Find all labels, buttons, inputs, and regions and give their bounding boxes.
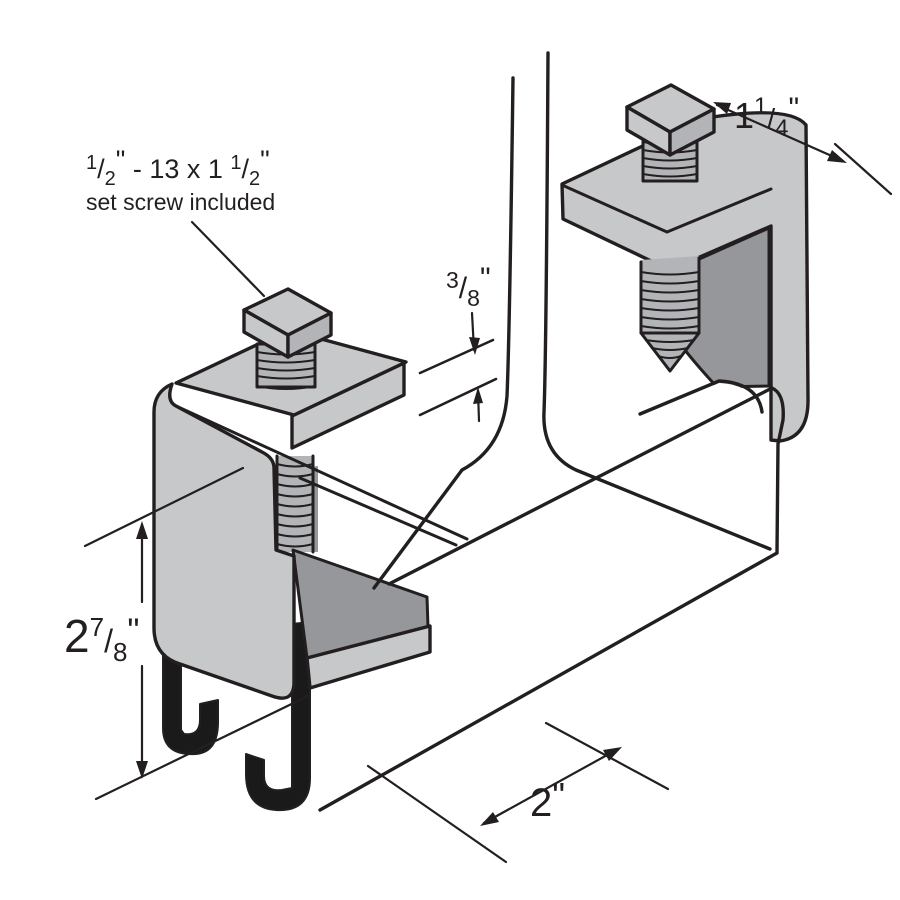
jaw-opening-label: 3/8": [446, 262, 491, 311]
i-beam-overlay-edges: [298, 386, 774, 590]
height-extension-bottom: [94, 694, 310, 801]
flange-cut-bottom-edge: [318, 551, 779, 812]
right-clamp-plate-edges: [560, 183, 773, 234]
dimension-set-screw-note: 1/2" - 13 x 1 ​1/2" set screw included: [86, 145, 275, 298]
right-screw-threads-lower: [640, 271, 700, 330]
web-right-edge-and-flange-edge: [542, 51, 772, 551]
set-screw-right: [625, 83, 716, 373]
set-screw-leader-line: [190, 220, 266, 298]
left-clamp-foot-front: [305, 624, 432, 690]
left-clamp-body-face: [152, 382, 296, 700]
top-width-arrow-line: [715, 103, 845, 163]
height-extension-top: [83, 466, 245, 548]
flange-gripped-edge: [298, 476, 458, 547]
i-beam: [318, 51, 785, 812]
jaw-extension-lines: [418, 338, 498, 417]
jaw-arrow-up-head: [473, 387, 483, 404]
right-screw-shaft-lower: [641, 256, 699, 333]
flange-cut-right-edge: [770, 386, 785, 554]
left-screw-threads-jaw: [276, 463, 314, 548]
right-screw-point: [639, 331, 701, 373]
set-screw-note-line1: 1/2" - 13 x 1 ​1/2": [86, 145, 270, 190]
left-beam-clamp: [152, 287, 469, 812]
left-clamp-hook-far: [162, 641, 219, 756]
set-screw-left-inside-jaw: [275, 454, 315, 554]
base-length-extension-left: [366, 764, 508, 864]
right-screw-head-side: [668, 107, 716, 157]
flange-right-tip-edge: [638, 379, 764, 416]
dimension-top-width: 11/4": [713, 92, 893, 196]
right-screw-point-threads: [645, 339, 695, 359]
base-length-label: 2": [530, 775, 565, 825]
dimension-height: 27/8": [64, 466, 310, 801]
right-beam-clamp: [560, 83, 810, 443]
left-screw-shaft-jaw: [277, 456, 313, 552]
top-width-arrowhead-right: [827, 150, 847, 163]
right-screw-shaft-sides: [639, 256, 701, 335]
top-width-extension-line: [833, 142, 893, 196]
jaw-arrow-down-head: [469, 337, 480, 355]
height-label: 27/8": [64, 610, 140, 667]
dimension-jaw-opening: 3/8": [418, 262, 498, 423]
dimension-base-length: 2": [366, 721, 670, 864]
base-length-arrow-line: [482, 747, 620, 825]
left-screw-base-curve: [256, 385, 316, 390]
left-clamp-jaw-top-edge: [174, 404, 469, 541]
height-arrowhead-top: [136, 521, 148, 539]
base-length-arrowhead-left: [480, 812, 499, 826]
web-left-edge: [460, 76, 515, 472]
left-screw-head-side: [286, 311, 333, 359]
height-arrowhead-bottom: [136, 761, 148, 779]
base-length-extension-right: [544, 721, 670, 791]
top-width-arrowhead-left: [713, 102, 731, 114]
set-screw-left: [242, 287, 333, 390]
flange-top-cut-edge: [387, 386, 774, 586]
flange-top-right-surface: [634, 383, 760, 452]
set-screw-note-line2: set screw included: [86, 189, 275, 215]
